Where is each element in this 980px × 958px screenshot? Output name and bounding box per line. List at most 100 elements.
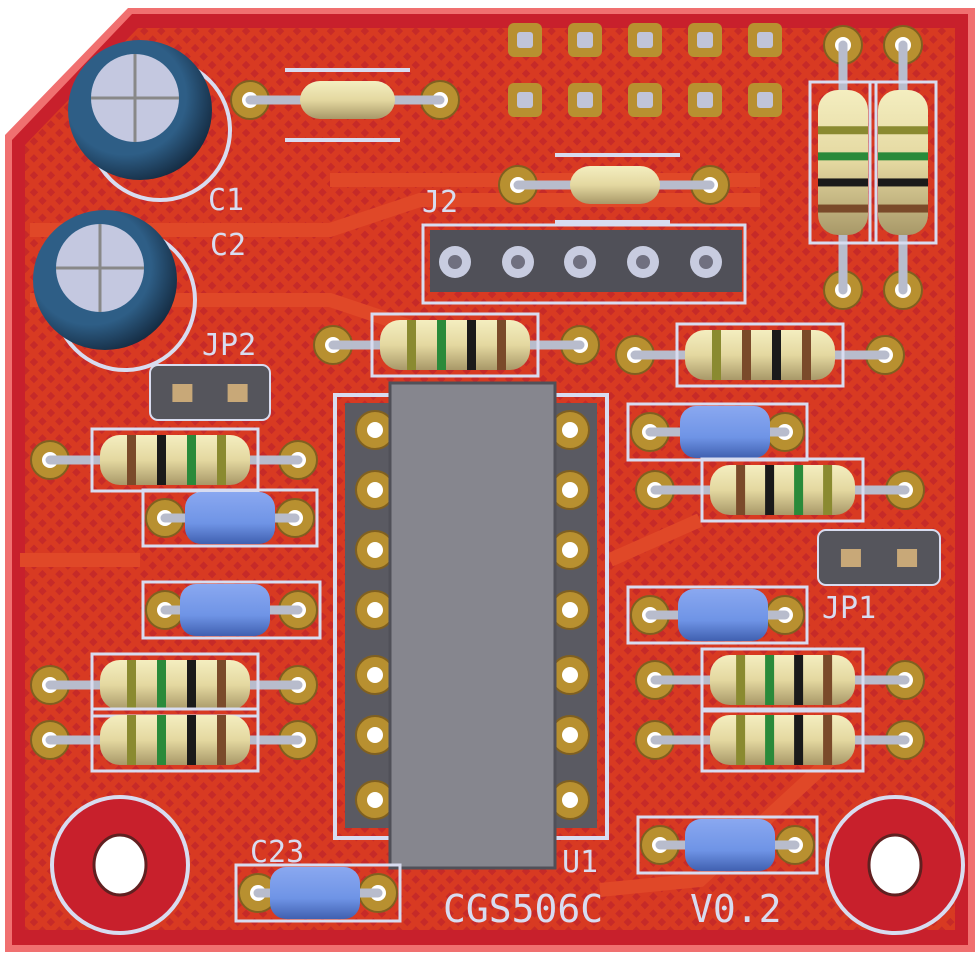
capacitor-body [185,492,275,544]
resistor-band [467,320,476,370]
resistor-band [217,660,226,710]
jumper-pin [172,384,193,402]
board-name-label: CGS506C [443,887,603,931]
pad [355,410,395,450]
silk-line [285,68,410,142]
header-outline [421,223,747,305]
pad-hole [562,727,578,743]
label-jp2: JP2 [202,328,256,363]
capacitor-outline [234,863,402,923]
resistor [878,90,928,235]
pad-hole [367,542,383,558]
pad [508,23,542,57]
resistor-body [570,166,660,204]
capacitor-body [685,819,775,871]
pad [688,83,722,117]
resistor [100,660,250,710]
resistor-band [818,126,868,135]
resistor-body [300,81,395,119]
resistor-band [818,152,868,161]
pad-hole [562,792,578,808]
capacitor-outline [626,585,809,645]
silk-line [555,153,680,224]
resistor-body [380,320,530,370]
mounting-hole [92,833,148,897]
resistor-band [794,655,804,705]
resistor-band [742,330,751,380]
pad [550,470,590,510]
resistor [818,90,868,235]
pad-hole [367,422,383,438]
pad-hole [367,602,383,618]
label-c2: C2 [210,228,246,263]
label-j2: J2 [422,185,458,220]
jumper-pin [897,549,918,567]
pad [748,23,782,57]
trace [599,754,835,897]
pad [688,23,722,57]
resistor [300,81,395,119]
resistor-band [818,178,868,187]
jumper-pin [840,549,861,567]
resistor-body [710,655,855,705]
pad-pin [517,92,533,108]
jumper-pin [227,384,248,402]
pad [355,590,395,630]
resistor-band [407,320,416,370]
pad-pin [637,32,653,48]
header-pin-hole [448,255,462,269]
header-pin-hole [699,255,713,269]
resistor-band [127,435,136,485]
resistor-band [217,715,226,765]
pad-pin [637,92,653,108]
resistor-band [765,655,775,705]
resistor-body [818,90,868,235]
pad [550,715,590,755]
pad-hole [367,482,383,498]
resistor-outline [675,322,845,388]
resistor [100,435,250,485]
pad-hole [562,482,578,498]
pad [628,83,662,117]
capacitor-vent [91,54,179,142]
trace [607,513,703,567]
resistor [100,715,250,765]
resistor-band [765,715,775,765]
label-c23: C23 [250,835,304,870]
version-label: V0.2 [690,887,782,931]
pad [550,780,590,820]
pad [550,410,590,450]
resistor-body [710,715,855,765]
pad [568,23,602,57]
resistor [710,655,855,705]
pad [748,83,782,117]
resistor-band [823,655,833,705]
pad-hole [562,667,578,683]
pad-hole [562,422,578,438]
resistor-band [437,320,446,370]
resistor-band [736,465,746,515]
resistor-outline [868,80,938,245]
resistor-band [157,715,166,765]
pad-pin [697,92,713,108]
resistor-band [772,330,781,380]
resistor-outline [700,457,865,523]
pad [355,655,395,695]
label-jp1: JP1 [822,591,876,626]
pad-pin [577,32,593,48]
capacitor-body [680,406,770,458]
pad-hole [562,542,578,558]
resistor-band [157,660,166,710]
capacitor-outline [141,580,322,640]
pad [355,715,395,755]
resistor-body [710,465,855,515]
resistor-outline [370,312,540,378]
pad-hole [367,727,383,743]
resistor-band [157,435,166,485]
pad [550,530,590,570]
pad-pin [757,32,773,48]
label-u1: U1 [562,845,598,880]
resistor-band [736,715,746,765]
capacitor-body [678,589,768,641]
